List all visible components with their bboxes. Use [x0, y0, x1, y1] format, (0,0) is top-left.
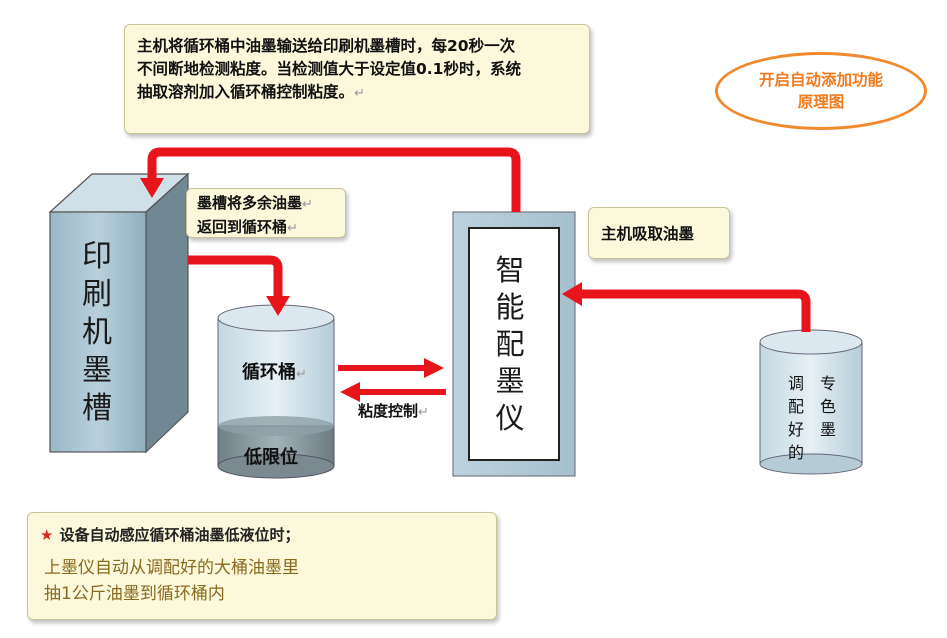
callout-low-level: ★设备自动感应循环桶油墨低液位时； 上墨仪自动从调配好的大桶油墨里 抽1公斤油墨…: [27, 512, 497, 620]
label-char: 墨: [820, 420, 837, 439]
star-icon: ★: [40, 526, 54, 544]
label-char: 墨: [82, 353, 112, 388]
viscosity-control-label: 粘度控制↵: [358, 402, 429, 420]
callout-text: 主机吸取油墨: [601, 225, 695, 243]
label-char: 机: [82, 315, 112, 350]
callout-host-draw: 主机吸取油墨: [588, 207, 730, 259]
smart-device-label: 智能配墨仪: [490, 252, 530, 437]
smart-device-shape: [452, 211, 576, 477]
label-char: 仪: [495, 401, 525, 435]
label-char: 专: [820, 374, 837, 393]
ink-bucket-label-col1: 调配好的: [788, 372, 804, 464]
label-char: 配: [495, 327, 525, 361]
label-char: 刷: [82, 277, 112, 312]
callout-line: 墨槽将多余油墨↵: [197, 194, 313, 212]
label-char: 调: [788, 374, 805, 393]
label-char: 智: [495, 253, 525, 287]
circulation-bucket-shape: [217, 304, 335, 479]
callout-line: 主机将循环桶中油墨输送给印刷机墨槽时，每20秒一次: [137, 37, 516, 55]
callout-line: ★设备自动感应循环桶油墨低液位时；: [40, 526, 300, 544]
label-char: 好: [788, 420, 805, 439]
callout-line: 不间断地检测粘度。当检测值大于设定值0.1秒时，系统: [137, 60, 521, 78]
ink-bucket-label-col2: 专色墨: [820, 372, 836, 441]
label-char: 槽: [82, 391, 112, 426]
label-char: 能: [495, 290, 525, 324]
ink-bucket-shape: [759, 329, 863, 475]
circulation-bucket-label: 循环桶↵: [242, 362, 307, 383]
printer-tank-shape: [48, 172, 190, 454]
label-char: 印: [82, 239, 112, 274]
printer-tank-label: 印刷机墨槽: [72, 238, 122, 428]
low-level-label: 低限位: [244, 447, 298, 468]
title-badge: 开启自动添加功能 原理图: [715, 52, 927, 130]
label-char: 墨: [495, 364, 525, 398]
label-char: 配: [788, 397, 805, 416]
label-char: 的: [788, 443, 805, 462]
red-arrows: [147, 147, 811, 395]
callout-viscosity-check: 主机将循环桶中油墨输送给印刷机墨槽时，每20秒一次 不间断地检测粘度。当检测值大…: [124, 24, 590, 134]
callout-line: 返回到循环桶↵: [197, 218, 298, 236]
label-char: 色: [820, 397, 837, 416]
callout-line: 抽取溶剂加入循环桶控制粘度。↵: [137, 83, 365, 101]
arrow-heads: [140, 178, 582, 402]
callout-ink-return: 墨槽将多余油墨↵ 返回到循环桶↵: [186, 188, 346, 238]
callout-detail: 上墨仪自动从调配好的大桶油墨里 抽1公斤油墨到循环桶内: [44, 558, 299, 604]
